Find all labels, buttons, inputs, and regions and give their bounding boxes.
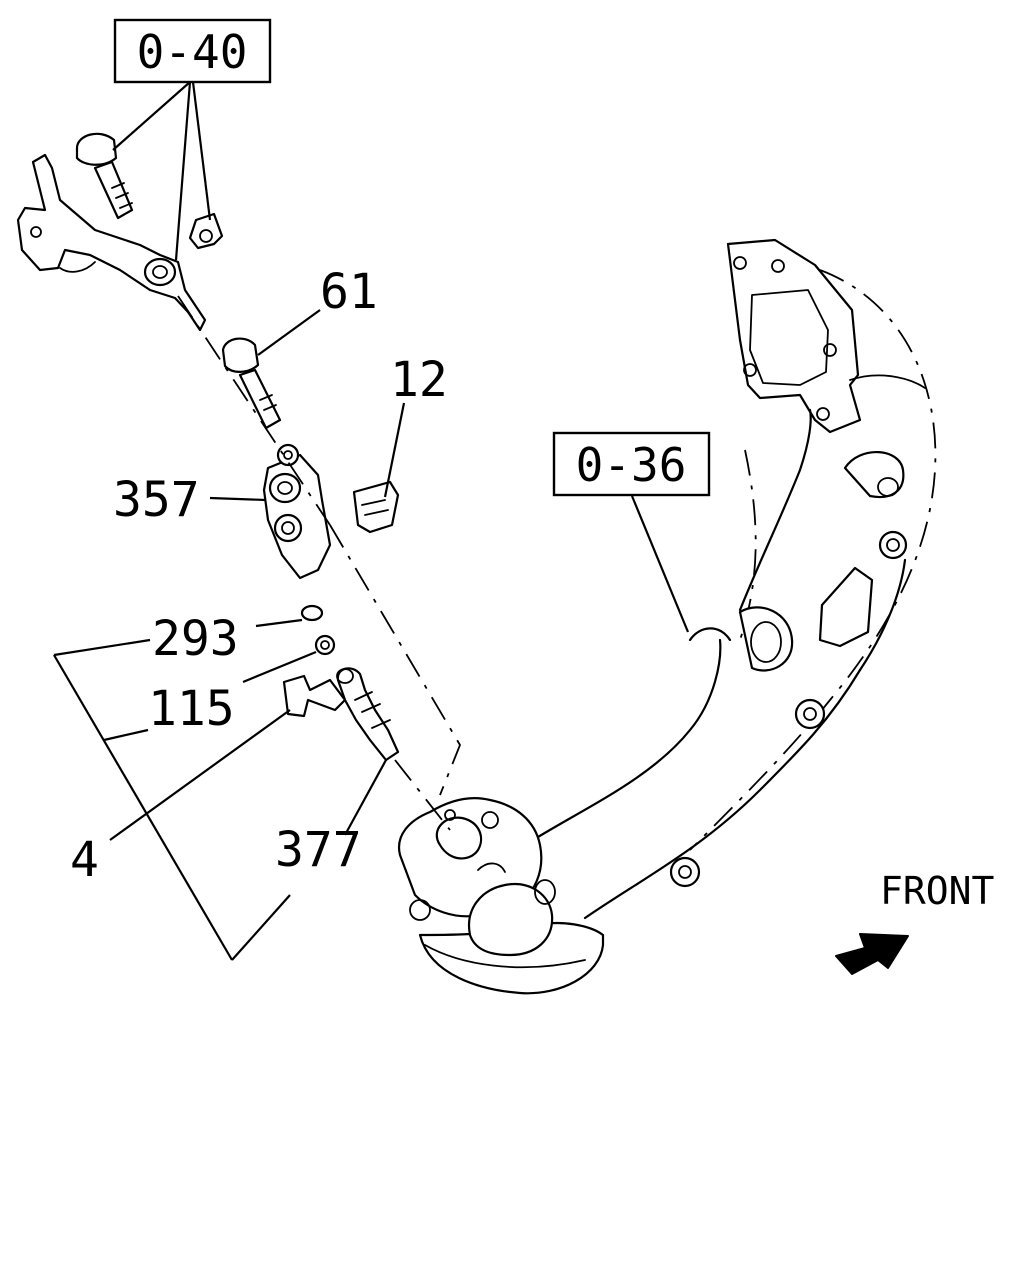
o-ring-293 bbox=[300, 604, 324, 622]
front-label: FRONT bbox=[880, 869, 994, 913]
sensor-357 bbox=[262, 443, 332, 580]
clip-12 bbox=[352, 480, 400, 534]
bolt-61 bbox=[221, 337, 282, 430]
callout-12[interactable]: 12 bbox=[390, 352, 448, 408]
bolt-0-40 bbox=[75, 132, 134, 220]
clip-0-40 bbox=[188, 212, 224, 250]
leader-lines bbox=[53, 81, 690, 961]
ref-label-0-36: 0-36 bbox=[576, 438, 687, 492]
pump-body bbox=[397, 797, 605, 995]
ref-box-0-36[interactable]: 0-36 bbox=[552, 431, 711, 497]
callout-4[interactable]: 4 bbox=[70, 832, 99, 888]
center-lines bbox=[177, 295, 462, 831]
callout-115[interactable]: 115 bbox=[148, 681, 235, 737]
front-arrow-icon bbox=[835, 933, 909, 975]
injector-4 bbox=[282, 667, 400, 762]
callout-357[interactable]: 357 bbox=[113, 472, 200, 528]
intake-housing bbox=[523, 238, 937, 920]
callout-293[interactable]: 293 bbox=[152, 611, 239, 667]
ref-label-0-40: 0-40 bbox=[137, 25, 248, 79]
washer-115 bbox=[314, 634, 336, 656]
ref-box-0-40[interactable]: 0-40 bbox=[113, 18, 272, 84]
callout-61[interactable]: 61 bbox=[320, 264, 378, 320]
upper-bracket bbox=[16, 153, 207, 332]
callout-377[interactable]: 377 bbox=[275, 822, 362, 878]
